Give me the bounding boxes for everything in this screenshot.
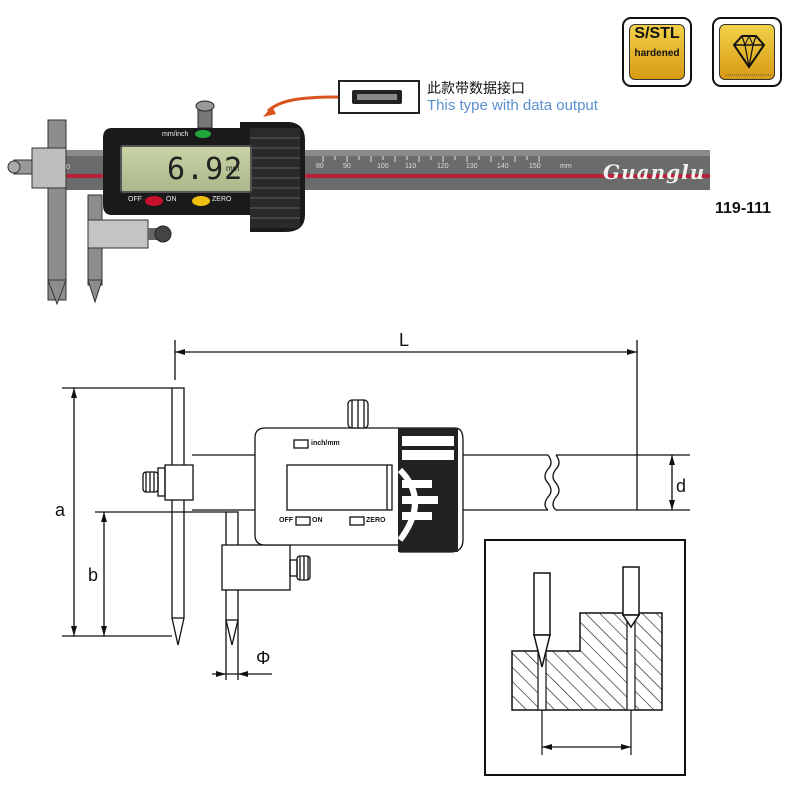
dimension-d-label: d [676,476,687,496]
badge-sstl-label: S/STL [634,25,680,42]
scale-number: 100 [377,163,389,170]
dimension-b-label: b [88,565,99,585]
drawing-mode-label: inch/mm [311,440,340,447]
drawing-grip [397,428,458,552]
scale-number-0: 0 [66,164,70,171]
lcd-unit: mm [226,164,240,173]
hardened-badge-bg [629,24,685,80]
scale-number: 150 [529,163,541,170]
photo-on-label: ON [166,196,177,203]
dimension-a-label: a [55,500,66,520]
drawing-on-label: ON [312,517,323,524]
scale-number: 120 [437,163,449,170]
lcd-display [120,145,252,193]
scale-number: 90 [343,163,351,170]
badge-hardened-label: hardened [634,48,680,59]
dimension-L-label: L [399,330,410,350]
scale-number: 110 [405,163,417,170]
photo-mode-label: mm/inch [162,131,189,138]
diamond-badge [712,17,782,87]
model-number: 119-111 [715,200,772,217]
scale-number: 80 [316,163,324,170]
zero-button-photo [192,196,210,206]
lcd-reading: 6.92 [167,152,244,187]
mode-button-photo [195,130,211,138]
thumb-grip [250,128,300,228]
dimension-phi-label: Φ [256,648,271,668]
off-button-photo [145,196,163,206]
data-output-cn-label: 此款带数据接口 [427,81,525,97]
photo-zero-label: ZERO [212,196,232,203]
photo-off-label: OFF [128,196,142,203]
data-output-en-label: This type with data output [427,97,598,114]
hardened-steel-badge: S/STL hardened [622,17,692,87]
inset-detail [484,539,686,776]
scale-unit: mm [560,163,572,170]
drawing-zero-label: ZERO [366,517,386,524]
diamond-icon [726,35,772,76]
brand-logo: Guanglu [603,160,706,184]
scale-number: 140 [497,163,509,170]
drawing-off-label: OFF [279,517,293,524]
scale-number: 130 [466,163,478,170]
diamond-badge-bg [719,24,775,80]
